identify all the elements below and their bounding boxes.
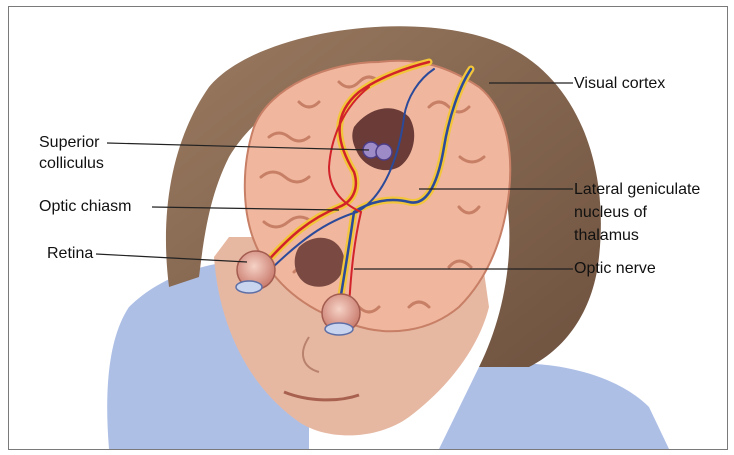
label-optic-chiasm: Optic chiasm <box>39 196 131 217</box>
label-lgn-line2: nucleus of <box>574 202 647 223</box>
figure-frame: Visual cortex Superior colliculus Optic … <box>8 6 728 450</box>
label-superior-colliculus-line2: colliculus <box>39 153 104 174</box>
collar-right <box>439 363 669 449</box>
superior-colliculus <box>363 142 392 160</box>
lower-ventricle <box>295 238 345 287</box>
label-visual-cortex: Visual cortex <box>574 73 665 94</box>
label-lgn-line3: thalamus <box>574 225 639 246</box>
label-optic-nerve: Optic nerve <box>574 258 656 279</box>
label-retina: Retina <box>47 243 93 264</box>
label-superior-colliculus-line1: Superior <box>39 132 99 153</box>
label-lgn-line1: Lateral geniculate <box>574 179 700 200</box>
